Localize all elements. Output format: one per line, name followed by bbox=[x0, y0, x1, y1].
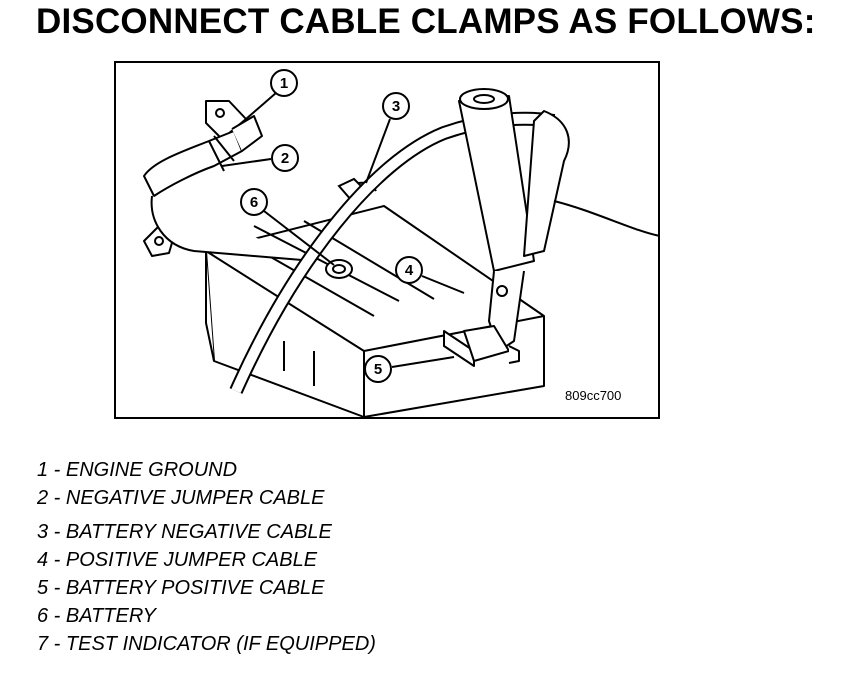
figure-code: 809cc700 bbox=[565, 388, 621, 403]
legend-item: 2 - NEGATIVE JUMPER CABLE bbox=[37, 487, 325, 509]
battery-cable-diagram: 1 2 3 4 5 6 809cc700 bbox=[114, 61, 660, 419]
legend-item: 6 - BATTERY bbox=[37, 605, 156, 627]
svg-text:4: 4 bbox=[405, 262, 414, 279]
callout-6: 6 bbox=[240, 188, 335, 266]
svg-text:2: 2 bbox=[281, 150, 289, 167]
legend-list: 1 - ENGINE GROUND 2 - NEGATIVE JUMPER CA… bbox=[37, 456, 376, 658]
svg-text:5: 5 bbox=[374, 361, 382, 378]
page-title: DISCONNECT CABLE CLAMPS AS FOLLOWS: bbox=[36, 2, 816, 41]
positive-jumper-cable-illustration bbox=[229, 88, 660, 394]
callout-2: 2 bbox=[221, 144, 299, 172]
legend-item: 1 - ENGINE GROUND bbox=[37, 459, 238, 481]
svg-text:3: 3 bbox=[392, 98, 400, 115]
diagram-illustration: 1 2 3 4 5 6 809cc700 bbox=[114, 61, 660, 419]
legend-item: 4 - POSITIVE JUMPER CABLE bbox=[37, 549, 318, 571]
callout-1: 1 bbox=[245, 69, 298, 120]
legend-item: 7 - TEST INDICATOR (IF EQUIPPED) bbox=[37, 633, 376, 655]
callout-5: 5 bbox=[364, 355, 455, 383]
svg-text:6: 6 bbox=[250, 194, 258, 211]
negative-jumper-clamp-illustration bbox=[143, 115, 315, 262]
legend-item: 5 - BATTERY POSITIVE CABLE bbox=[37, 577, 325, 599]
callout-3: 3 bbox=[365, 92, 410, 184]
legend-item: 3 - BATTERY NEGATIVE CABLE bbox=[37, 521, 332, 543]
svg-text:1: 1 bbox=[280, 75, 288, 92]
callout-4: 4 bbox=[395, 256, 465, 294]
